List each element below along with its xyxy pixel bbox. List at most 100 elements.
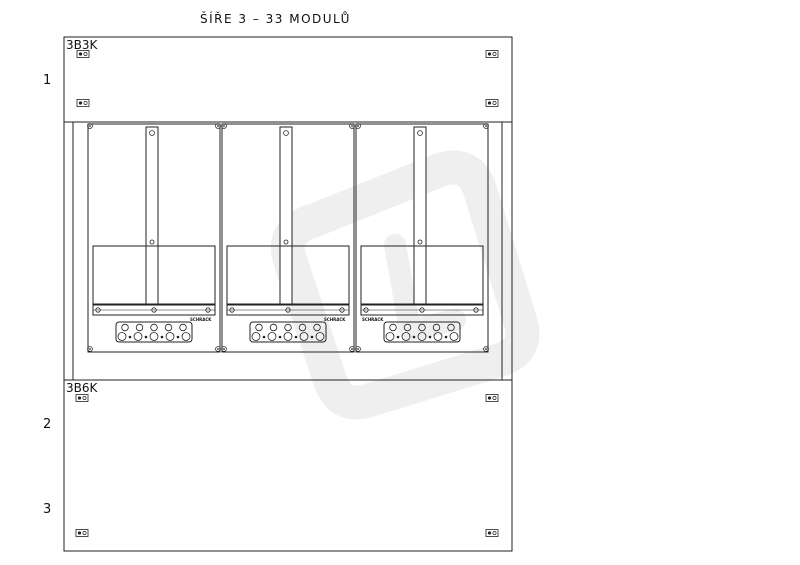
corner-screw-center (89, 348, 91, 350)
fastener-screw (492, 52, 497, 56)
busbar-bolt (149, 239, 155, 245)
watermark-logo (270, 150, 540, 420)
terminal-hole (135, 323, 144, 332)
corner-screw-center (357, 348, 359, 350)
terminal-hole (417, 332, 427, 341)
panel-fastener (75, 394, 89, 402)
terminal-screw (144, 335, 148, 339)
fastener-body (76, 50, 90, 58)
row-number-2: 2 (43, 417, 51, 432)
fastener-screw (82, 531, 87, 535)
mounting-plate (355, 123, 489, 353)
fastener-screw (492, 101, 497, 105)
panel-fastener (485, 99, 499, 107)
busbar-bolt (283, 130, 289, 136)
terminal-screw (278, 335, 282, 339)
panel-fastener (485, 50, 499, 58)
terminal-screw (176, 335, 180, 339)
terminal-hole (179, 323, 187, 332)
brand-label: SCHRACK (324, 317, 346, 322)
fastener-screw (78, 52, 83, 56)
corner-screw-center (351, 125, 353, 127)
terminal-hole (299, 332, 309, 341)
terminal-hole (164, 323, 173, 332)
corner-screw (355, 346, 361, 352)
corner-screw (349, 123, 355, 129)
fastener-screw (78, 101, 83, 105)
fastener-screw (487, 396, 492, 400)
fastener-body (485, 99, 499, 107)
fastener-screw (77, 396, 82, 400)
terminal-hole (181, 332, 191, 341)
terminal-hole (313, 323, 321, 332)
corner-screw (483, 346, 489, 352)
terminal-screw (428, 335, 432, 339)
breaker-unit: SCHRACK (355, 123, 489, 353)
fastener-screw (82, 396, 87, 400)
fastener-screw (487, 531, 492, 535)
corner-screw-center (217, 125, 219, 127)
rail-screw (151, 307, 157, 313)
mounting-plate (87, 123, 221, 353)
corner-screw (87, 123, 93, 129)
terminal-block (115, 321, 193, 343)
brand-label: SCHRACK (362, 317, 384, 322)
panel-fastener (76, 99, 90, 107)
terminal-block (383, 321, 461, 343)
breaker-unit: SCHRACK (221, 123, 355, 353)
corner-screw-center (223, 348, 225, 350)
breaker-body (360, 245, 484, 305)
terminal-hole (251, 332, 261, 341)
terminal-hole (267, 332, 277, 341)
rail-screw (473, 307, 479, 313)
terminal-screw (412, 335, 416, 339)
panel-fastener (485, 394, 499, 402)
terminal-block (249, 321, 327, 343)
rail-screw (419, 307, 425, 313)
corner-screw (355, 123, 361, 129)
busbar (413, 126, 427, 306)
panel-fastener (76, 50, 90, 58)
rail-screw (229, 307, 235, 313)
terminal-hole (418, 323, 426, 332)
terminal-hole (121, 323, 129, 332)
bottom-panel-label: 3B6K (66, 381, 99, 395)
fastener-screw (492, 396, 497, 400)
breaker-body (226, 245, 350, 305)
corner-screw-center (351, 348, 353, 350)
panel-fasteners (75, 50, 499, 537)
terminal-screw (310, 335, 314, 339)
terminal-hole (432, 323, 441, 332)
breaker-units: SCHRACK SCHRACK SCHRACK (87, 123, 489, 353)
busbar (145, 126, 159, 306)
busbar (279, 126, 293, 306)
terminal-hole (133, 332, 143, 341)
top-cover-panel (63, 36, 513, 123)
terminal-screw (444, 335, 448, 339)
corner-screw (215, 346, 221, 352)
terminal-hole (150, 323, 158, 332)
corner-screw (87, 346, 93, 352)
brand-label: SCHRACK (190, 317, 212, 322)
terminal-screw (262, 335, 266, 339)
terminal-hole (447, 323, 455, 332)
terminal-hole (117, 332, 127, 341)
busbar-bolt (417, 239, 423, 245)
fastener-screw (492, 531, 497, 535)
row-number-3: 3 (43, 502, 51, 517)
corner-screw (215, 123, 221, 129)
busbar-bolt (417, 130, 423, 136)
rail-screw (95, 307, 101, 313)
panel-fastener (485, 529, 499, 537)
breaker-unit: SCHRACK (87, 123, 221, 353)
mounting-plate (221, 123, 355, 353)
terminal-hole (165, 332, 175, 341)
terminal-screw (294, 335, 298, 339)
terminal-hole (315, 332, 325, 341)
fastener-screw (487, 52, 492, 56)
fastener-screw (77, 531, 82, 535)
terminal-hole (149, 332, 159, 341)
breaker-body (92, 245, 216, 305)
busbar-bolt (149, 130, 155, 136)
